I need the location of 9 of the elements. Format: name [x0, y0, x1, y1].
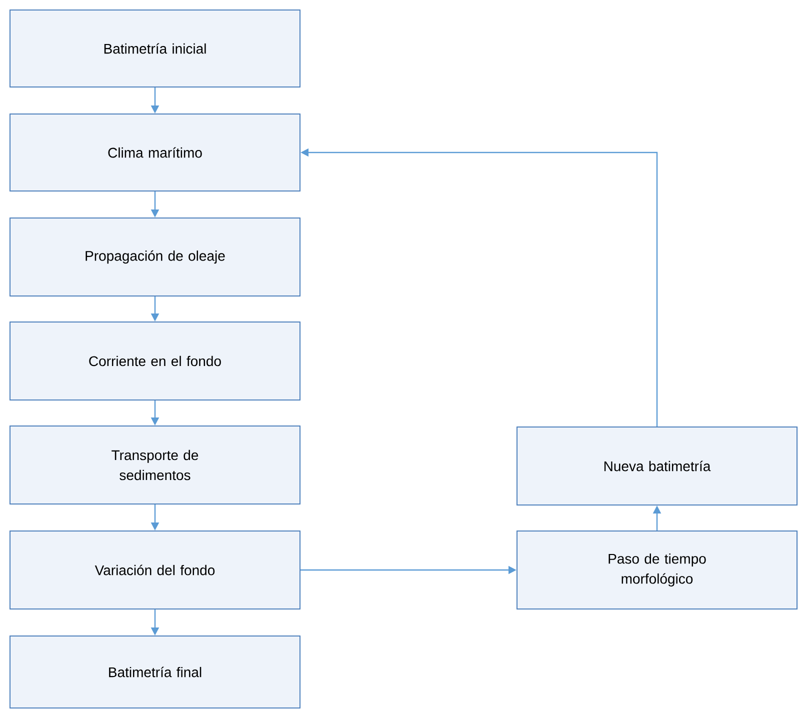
process-box: Clima marítimo — [10, 114, 300, 192]
process-box: Corriente en el fondo — [10, 322, 300, 400]
process-box: Propagación de oleaje — [10, 218, 300, 296]
process-box: Transporte de sedimentos — [10, 426, 300, 504]
process-box: Batimetría final — [10, 636, 300, 708]
process-box: Variación del fondo — [10, 530, 300, 610]
process-box: Nueva batimetría — [516, 426, 798, 506]
process-box: Batimetría inicial — [10, 10, 300, 88]
process-box: Paso de tiempo morfológico — [516, 530, 798, 610]
